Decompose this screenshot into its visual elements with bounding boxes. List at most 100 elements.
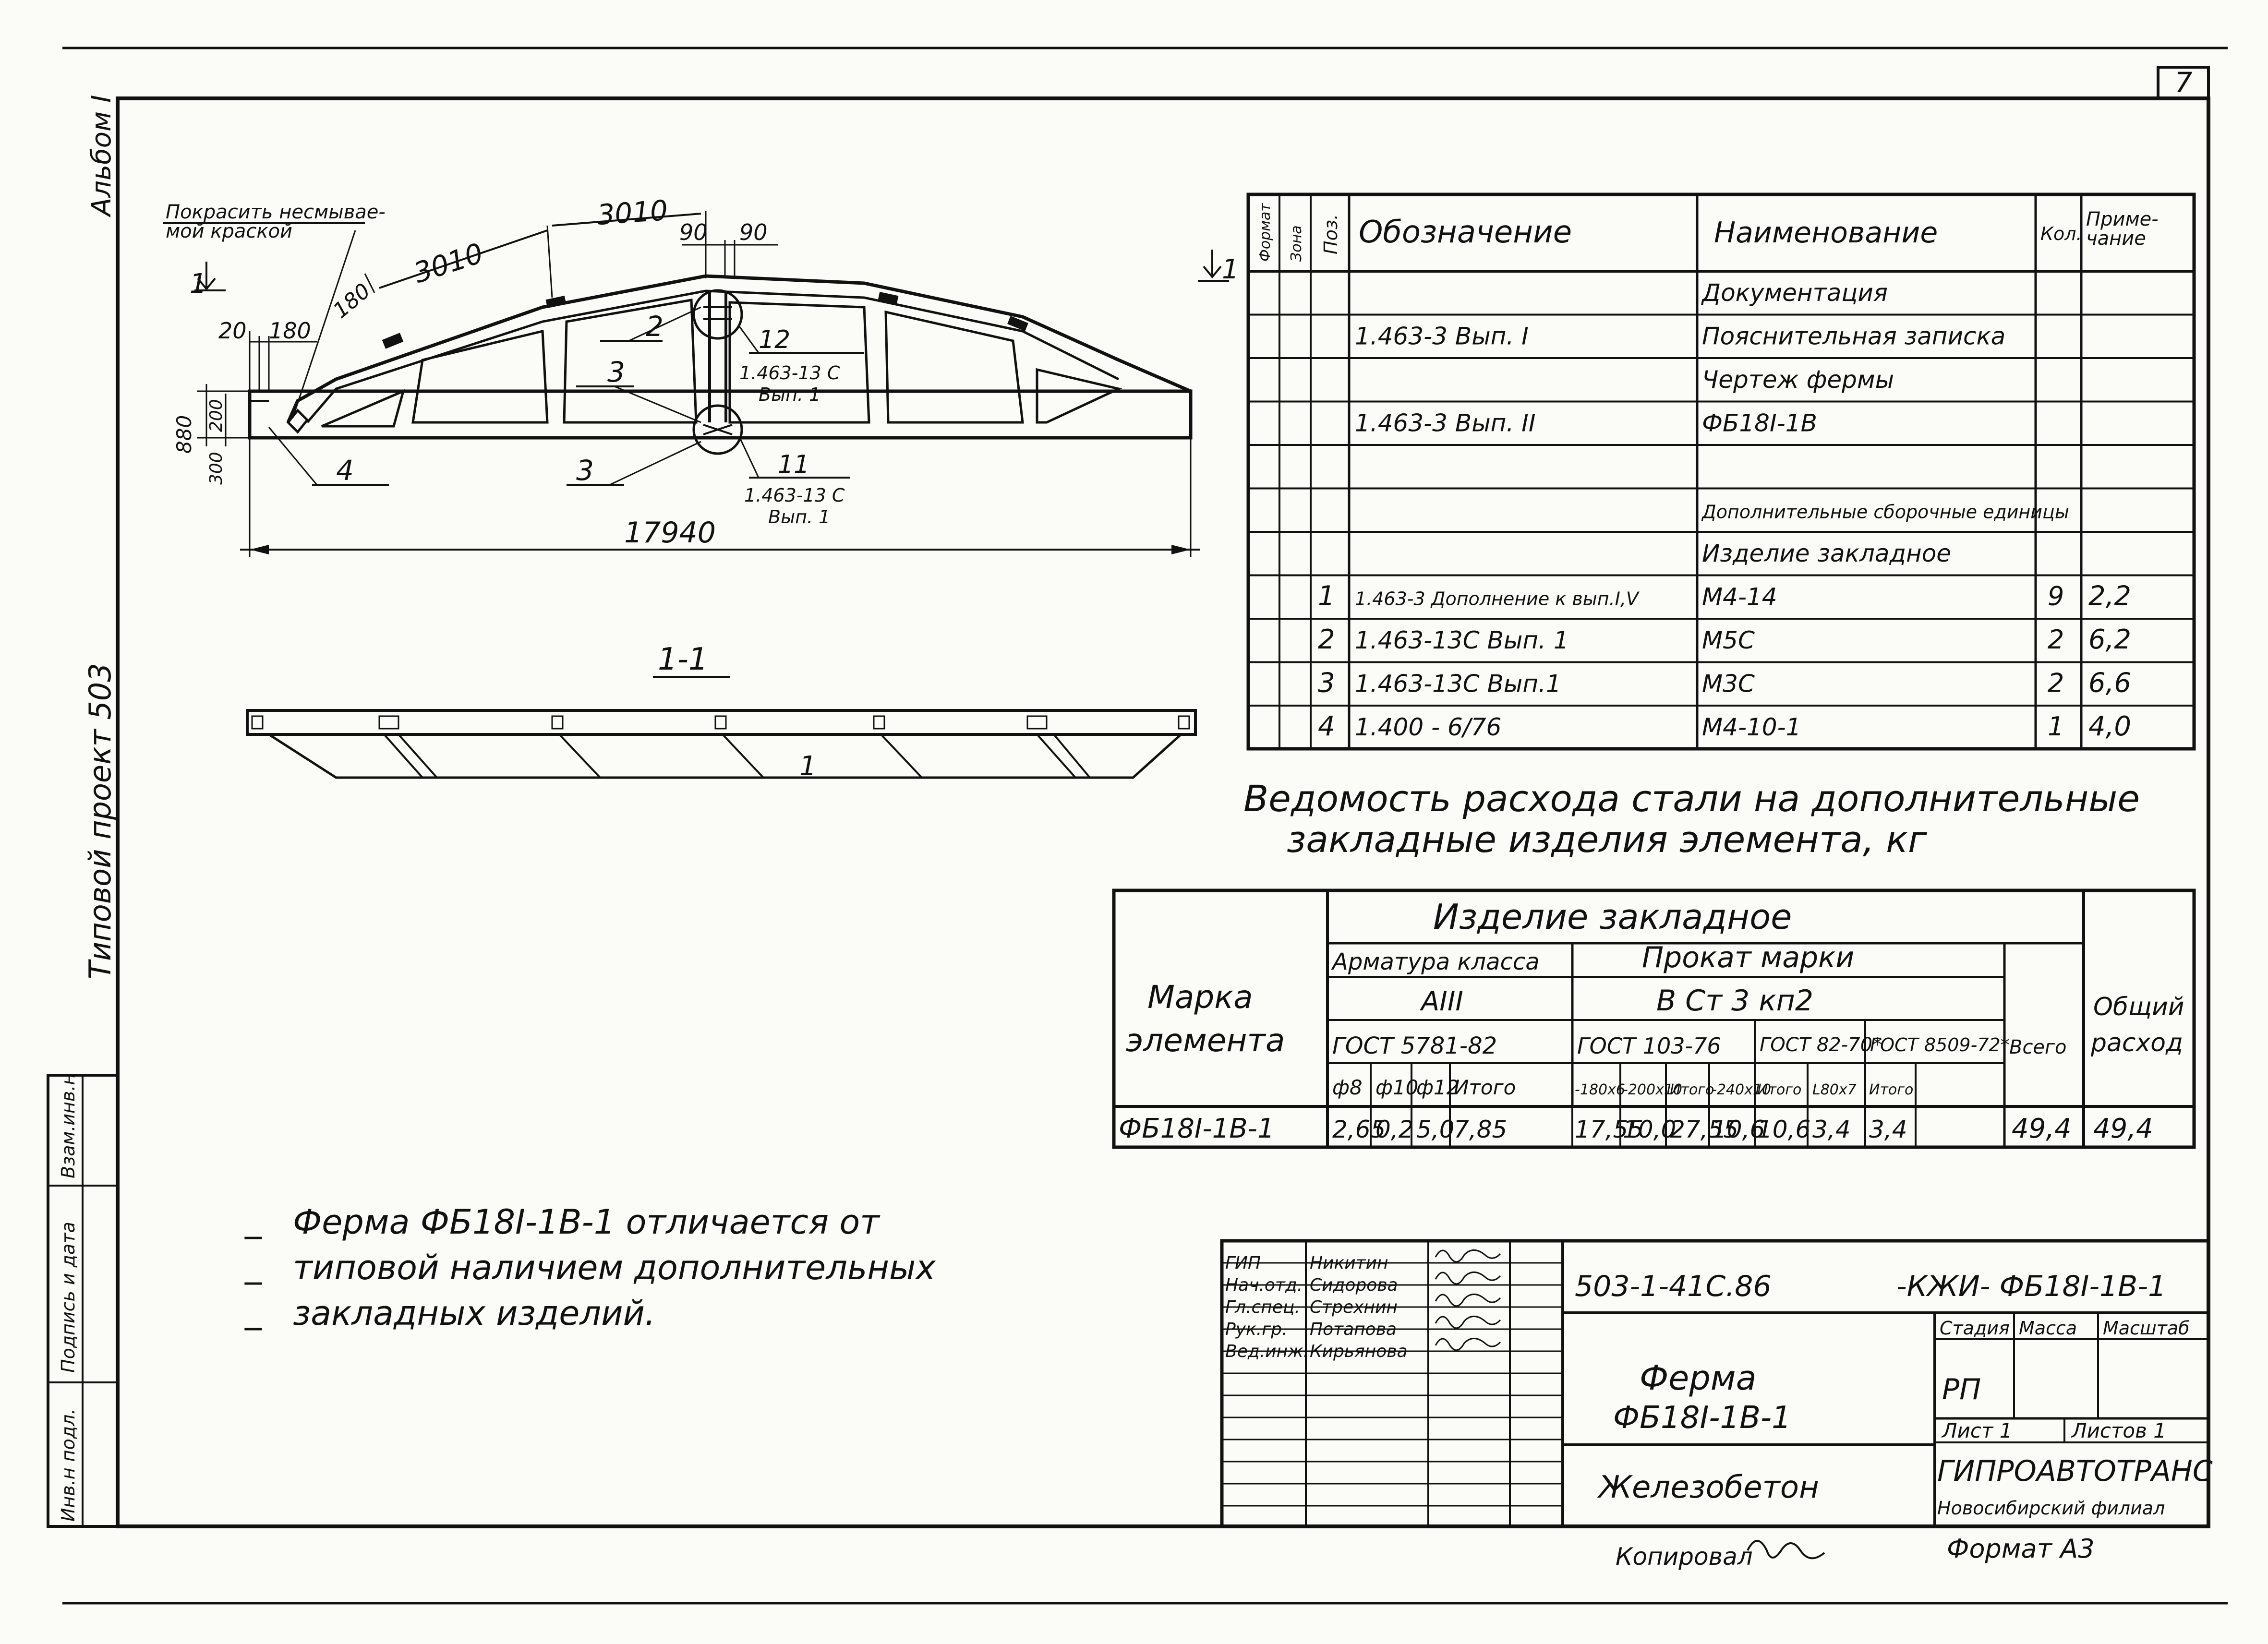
truss-top-chord	[286, 274, 1192, 423]
dim-17940: 17940	[624, 516, 716, 550]
section-mark-left: 1	[190, 268, 207, 300]
copied-signature	[1747, 1540, 1825, 1560]
spec-name: М3С	[1702, 670, 1755, 698]
opening-4	[728, 301, 870, 424]
note-dash-3: _	[244, 1291, 262, 1331]
paint-note-line-2: мой краской	[166, 220, 292, 242]
tb-role: Вед.инж.	[1225, 1342, 1309, 1361]
steel-col-header: L80х7	[1812, 1081, 1857, 1098]
signature-date-label: Подпись и дата	[58, 1222, 79, 1373]
steel-col-header: -200х10	[1623, 1081, 1682, 1098]
tb-object-a: Ферма	[1640, 1358, 1756, 1398]
album-label: Альбом I	[86, 95, 117, 217]
steel-col-header: Итого	[1869, 1081, 1913, 1098]
col-pos: Поз.	[1320, 214, 1341, 254]
dim-3010-b: 3010	[596, 194, 669, 231]
dim-20: 20	[218, 318, 247, 344]
spec-pos: 3	[1318, 668, 1335, 699]
steel-col-header: ф10	[1375, 1076, 1418, 1099]
format-label: Формат А3	[1947, 1534, 2095, 1564]
spec-name: Изделие закладное	[1702, 540, 1951, 567]
tb-role: ГИП	[1225, 1253, 1261, 1273]
dim-90-b: 90	[739, 219, 768, 245]
callout-4: 4	[336, 454, 354, 487]
tb-code2: -КЖИ- ФБ18I-1В-1	[1896, 1270, 2166, 1303]
note-line-3: закладных изделий.	[293, 1294, 655, 1333]
spec-name: М5С	[1702, 626, 1755, 654]
tb-name: Никитин	[1310, 1253, 1388, 1273]
opening-6	[1036, 368, 1122, 424]
steel-col-header: ф8	[1332, 1076, 1363, 1099]
opening-1	[321, 389, 405, 428]
dim-200: 200	[206, 399, 226, 432]
steel-col-header: Итого	[1670, 1081, 1714, 1098]
spec-designation: 1.400 - 6/76	[1355, 713, 1501, 741]
steel-row-value: 3,4	[1869, 1116, 1907, 1143]
opening-2	[411, 329, 549, 424]
tb-role: Гл.спец.	[1225, 1297, 1300, 1317]
tb-object-b: ФБ18I-1В-1	[1613, 1400, 1791, 1436]
steel-col-header: Итого	[1454, 1076, 1516, 1099]
spec-qty: 2	[2048, 668, 2064, 698]
note-line-2: типовой наличием дополнительных	[293, 1248, 936, 1287]
dim-180-a: 180	[269, 318, 311, 344]
steel-col-header: -240х10	[1712, 1081, 1771, 1098]
steel-col-header: Итого	[1757, 1081, 1801, 1098]
spec-name: Чертеж фермы	[1702, 366, 1894, 394]
callout-12: 12	[759, 325, 790, 354]
steel-statement-table: Изделие закладное Арматура класса Прокат…	[1112, 888, 2196, 1149]
spec-designation: 1.463-3 Дополнение к вып.I,V	[1355, 588, 1640, 610]
dim-880: 880	[172, 415, 196, 454]
paint-note-line-1: Покрасить несмываe-	[166, 201, 386, 223]
note-dash-2: _	[244, 1246, 262, 1285]
steel-h-rolled: Прокат марки	[1642, 941, 1854, 974]
steel-row-value: 0,2	[1375, 1116, 1414, 1143]
callout-3-b: 3	[576, 454, 594, 487]
spec-name: Дополнительные сборочные единицы	[1701, 502, 2069, 523]
steel-h-gost-82: ГОСТ 82-70*	[1760, 1034, 1882, 1056]
steel-h-class: АIII	[1420, 986, 1463, 1017]
col-qty: Кол.	[2040, 223, 2082, 244]
spec-pos: 2	[1318, 624, 1335, 655]
spec-qty: 2	[2048, 624, 2064, 655]
callout-12-ref-b: Вып. 1	[759, 384, 820, 405]
steel-row-value: 10,6	[1757, 1116, 1810, 1143]
steel-h-steel: В Ст 3 кп2	[1656, 984, 1813, 1018]
tb-signature	[1435, 1294, 1501, 1307]
col-note-b: чание	[2086, 228, 2146, 250]
tb-name: Стрехнин	[1310, 1297, 1398, 1317]
spec-name: Документация	[1701, 279, 1888, 307]
steel-row-value: 2,65	[1332, 1116, 1386, 1143]
dim-180-b: 180	[328, 278, 375, 323]
tb-mass-header: Масса	[2019, 1318, 2077, 1339]
spec-name: М4-14	[1702, 583, 1777, 611]
spec-note: 4,0	[2088, 711, 2131, 742]
steel-h-gost-5781: ГОСТ 5781-82	[1332, 1032, 1497, 1059]
steel-h-total: Всего	[2009, 1036, 2067, 1058]
tb-branch: Новосибирский филиал	[1937, 1498, 2165, 1519]
tb-sheet: Лист 1	[1941, 1419, 2013, 1442]
tb-signature	[1435, 1272, 1501, 1285]
steel-row-value: 3,4	[1812, 1116, 1851, 1143]
steel-row-value: 10,0	[1623, 1116, 1676, 1143]
steel-col-header: -180х6	[1575, 1081, 1625, 1098]
project-label: Типовой проект 503	[83, 663, 118, 979]
dim-300: 300	[206, 452, 226, 485]
tb-stage-header: Стадия	[1940, 1318, 2010, 1339]
steel-h-general-b: расход	[2090, 1029, 2183, 1057]
dim-3010-a: 3010	[410, 237, 487, 289]
section-1-1: 1-1 1	[246, 642, 1197, 782]
binding-strip: Инв.н подл. Подпись и дата Взам.инв.н	[47, 1073, 119, 1528]
sheet-frame	[116, 96, 2210, 1528]
steel-title-line-2: закладные изделия элемента, кг	[1287, 818, 1928, 861]
tb-name: Потапова	[1310, 1320, 1397, 1339]
tb-scale-header: Масштаб	[2103, 1318, 2190, 1339]
tb-signature	[1435, 1316, 1501, 1329]
spec-pos: 4	[1318, 711, 1335, 742]
spec-designation: 1.463-3 Вып. II	[1355, 409, 1536, 437]
spec-designation: 1.463-3 Вып. I	[1355, 323, 1529, 350]
tb-name: Кирьянова	[1310, 1342, 1408, 1361]
section-position: 1	[799, 751, 817, 782]
notes-block: _ Ферма ФБ18I-1В-1 отличается от _ типов…	[244, 1200, 936, 1333]
